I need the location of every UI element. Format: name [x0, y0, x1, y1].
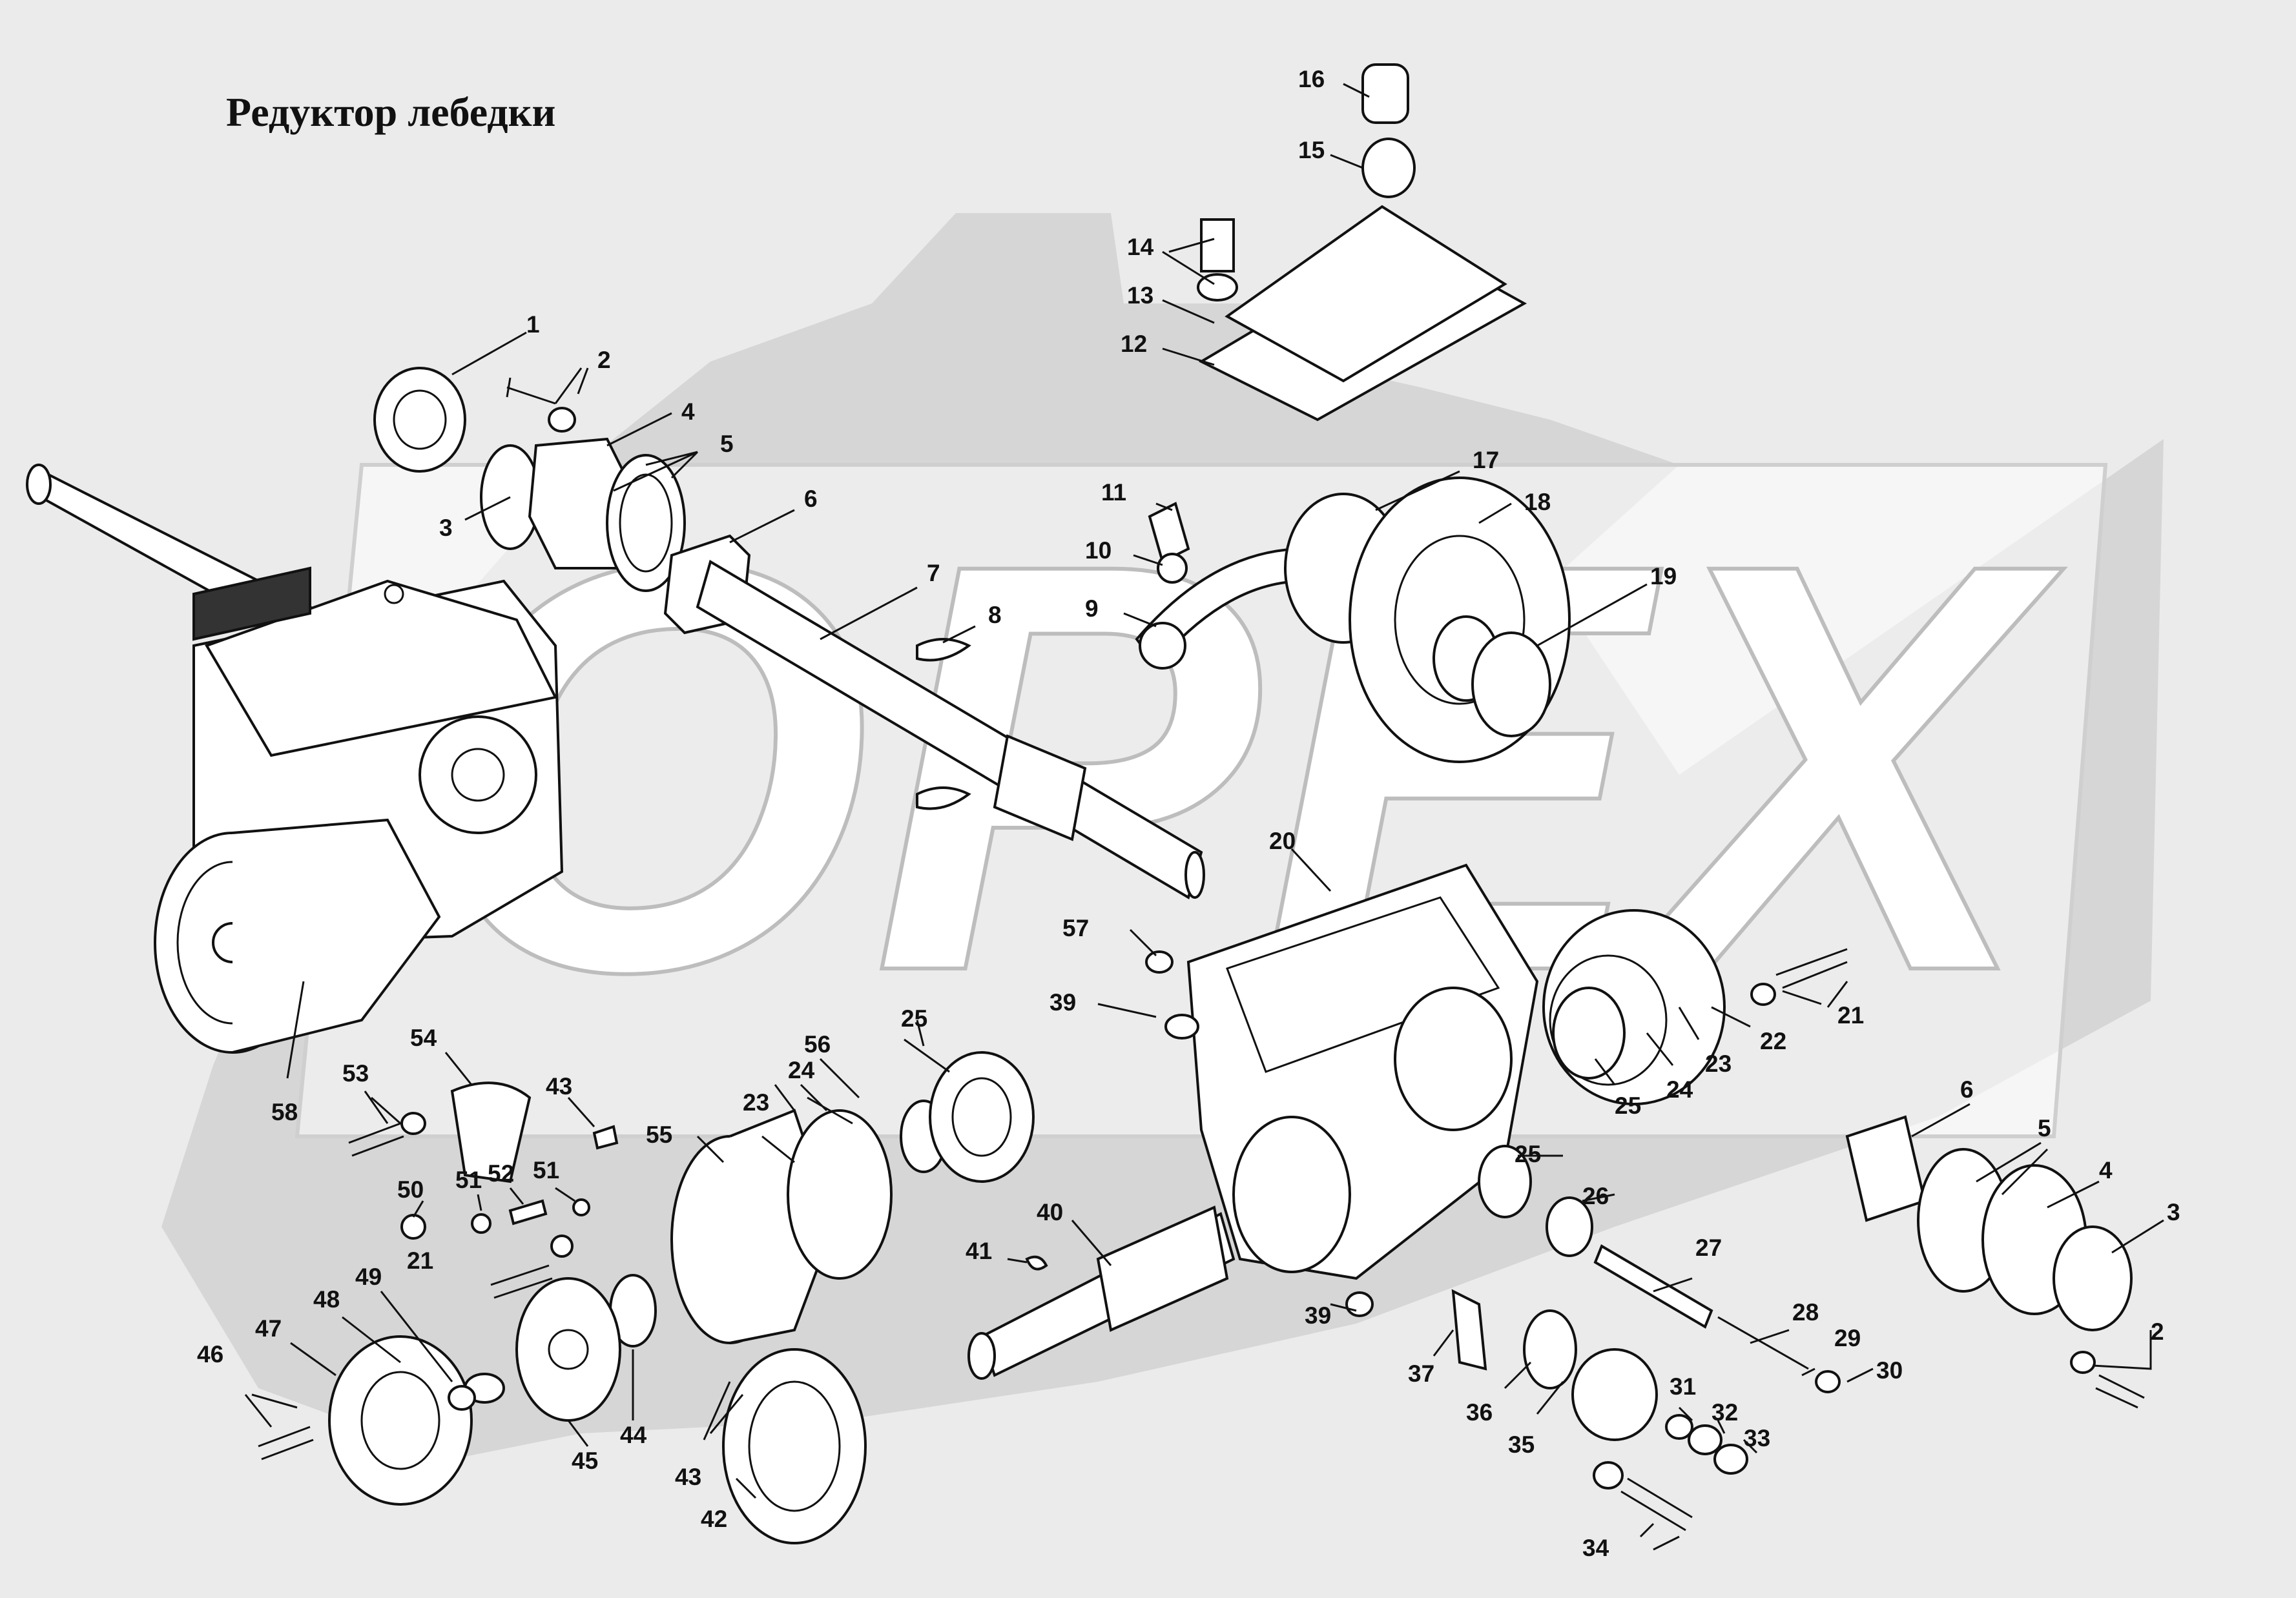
callout-31: 30: [1876, 1357, 1903, 1384]
callout-4: 4: [681, 398, 695, 425]
parts-layer: [26, 63, 2145, 1544]
callout-27: 26: [1582, 1183, 1609, 1209]
callout-4-right: 4: [2099, 1157, 2113, 1183]
callout-14: 14: [1127, 234, 1154, 260]
diagram-title: Редуктор лебедки: [226, 89, 555, 135]
callout-35: 34: [1582, 1535, 1609, 1561]
callout-labels: 1 2 3 4 5 6 7 8 9 10 11 12 13 14 15 16 1…: [197, 66, 2180, 1561]
right-clutch-pack: [1542, 909, 1848, 1105]
callout-24-right: 24: [1666, 1076, 1693, 1103]
callout-44: 44: [620, 1422, 647, 1448]
callout-2-right: 2: [2151, 1318, 2164, 1345]
upper-left-parts: [373, 367, 751, 635]
callout-45: 45: [572, 1448, 598, 1474]
callout-29: 28: [1792, 1299, 1819, 1326]
callout-5-right: 5: [2038, 1115, 2051, 1142]
callout-33: 32: [1712, 1399, 1738, 1426]
callout-40: 40: [1037, 1199, 1063, 1225]
lower-middle-parts: [967, 1145, 1841, 1531]
callout-1: 1: [526, 311, 540, 338]
callout-17: 17: [1473, 447, 1499, 473]
callout-3: 3: [439, 515, 453, 541]
callout-43-lower: 43: [675, 1464, 701, 1490]
callout-42: 42: [701, 1506, 727, 1532]
lower-left-parts: [258, 1051, 1048, 1544]
callout-2: 2: [597, 347, 611, 373]
callout-24-left: 24: [788, 1057, 815, 1083]
callout-6: 6: [804, 486, 818, 512]
callout-21-left: 21: [407, 1247, 433, 1274]
callout-23-right: 23: [1705, 1050, 1732, 1077]
housing-20: [1145, 863, 1539, 1317]
callout-20: 20: [1269, 828, 1296, 854]
callout-18: 18: [1524, 489, 1551, 515]
callout-26: 25: [1515, 1141, 1541, 1167]
callout-36: 35: [1508, 1431, 1535, 1458]
callout-48: 48: [313, 1286, 340, 1313]
callout-25-right: 25: [1615, 1092, 1641, 1119]
callout-19: 19: [1650, 563, 1677, 589]
callout-21-right: 21: [1837, 1002, 1864, 1029]
leader-lines: [244, 83, 2164, 1551]
callout-52: 52: [488, 1160, 514, 1187]
callout-9: 9: [1085, 595, 1099, 622]
callout-15: 15: [1298, 137, 1325, 163]
callout-5: 5: [720, 431, 734, 457]
callout-37: 36: [1466, 1399, 1493, 1426]
callout-7: 7: [927, 560, 940, 586]
callout-11: 11: [1101, 479, 1126, 506]
callout-50: 50: [397, 1176, 424, 1203]
callout-34: 33: [1744, 1425, 1770, 1451]
callout-25-left: 25: [901, 1005, 927, 1032]
callout-53: 53: [342, 1060, 369, 1087]
assembled-winch-gearbox: [26, 464, 564, 1054]
callout-49: 49: [355, 1264, 382, 1290]
callout-51-right: 51: [533, 1157, 559, 1183]
callout-56: 56: [804, 1031, 831, 1058]
callout-55: 55: [646, 1122, 672, 1148]
callout-32: 31: [1670, 1373, 1696, 1400]
callout-10: 10: [1085, 537, 1112, 564]
callout-39-lower: 39: [1305, 1302, 1331, 1329]
callout-41: 41: [966, 1238, 992, 1264]
right-end-parts: [1845, 1115, 2145, 1409]
callout-43-upper: 43: [546, 1073, 572, 1100]
callout-54: 54: [410, 1025, 437, 1051]
callout-46: 46: [197, 1341, 223, 1368]
callout-57: 57: [1062, 915, 1089, 941]
callout-51-left: 51: [455, 1167, 482, 1193]
callout-23-left: 23: [743, 1089, 769, 1116]
callout-3-right: 3: [2167, 1199, 2180, 1225]
shaft-7: [696, 559, 1205, 900]
callout-16: 16: [1298, 66, 1325, 92]
callout-38: 37: [1408, 1360, 1434, 1387]
fork-and-gears: [1135, 476, 1571, 763]
callout-58: 58: [271, 1099, 298, 1125]
callout-6-right: 6: [1960, 1076, 1974, 1103]
callout-39-upper: 39: [1050, 989, 1076, 1016]
callout-28: 27: [1695, 1234, 1722, 1261]
callout-12: 12: [1121, 331, 1147, 357]
callout-13: 13: [1127, 282, 1153, 309]
top-cover: [1197, 63, 1527, 422]
callout-47: 47: [255, 1315, 282, 1342]
callout-8: 8: [988, 602, 1002, 628]
callout-30: 29: [1834, 1325, 1861, 1351]
callout-22: 22: [1760, 1028, 1786, 1054]
